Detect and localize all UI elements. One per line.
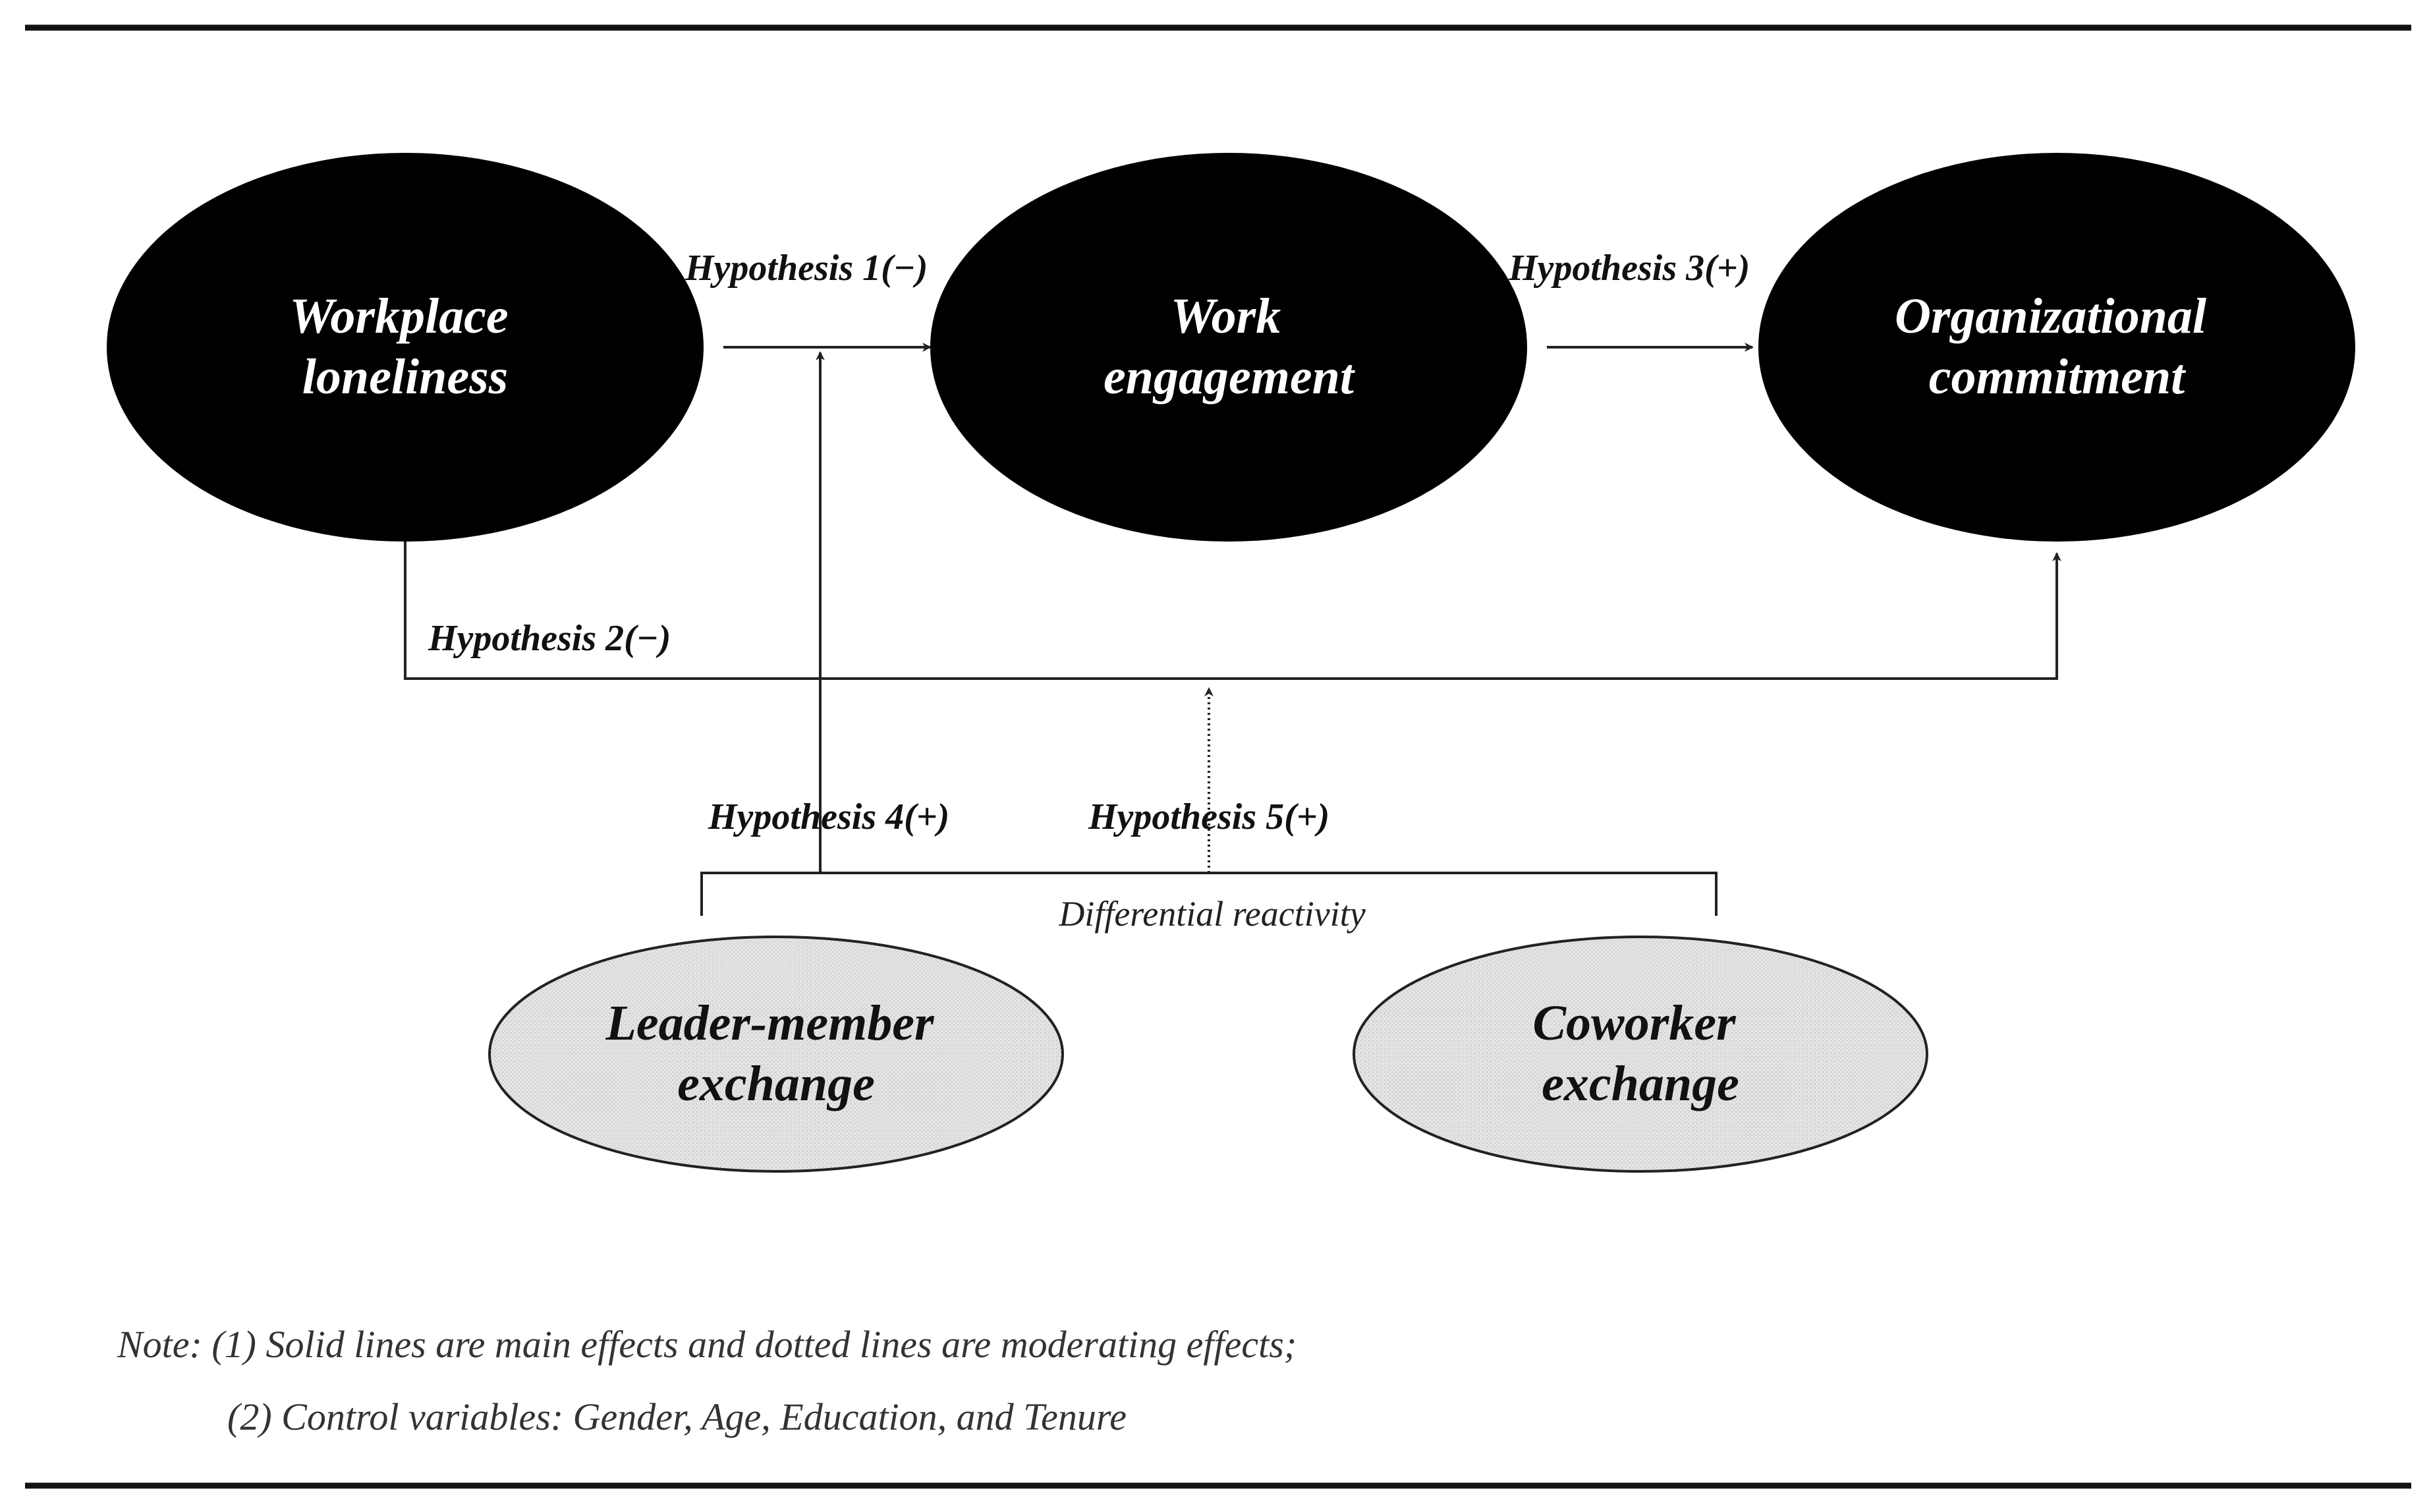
coworker-exchange-label: Coworker exchange (1532, 995, 1748, 1111)
workplace-loneliness-node (107, 153, 704, 542)
coworker-exchange-label-line2: exchange (1542, 1056, 1739, 1111)
arrow-h2 (404, 540, 2061, 680)
organizational-commitment-label-line1: Organizational (1895, 289, 2206, 344)
leader-member-exchange-label: Leader-member exchange (605, 995, 946, 1111)
hypothesis-3-label: Hypothesis 3(+) (1508, 248, 1750, 289)
workplace-loneliness-label-line2: loneliness (302, 349, 509, 405)
hypothesis-2-label: Hypothesis 2(−) (428, 618, 671, 659)
organizational-commitment-label-line2: commitment (1929, 349, 2187, 405)
coworker-exchange-label-line1: Coworker (1532, 995, 1737, 1051)
note-line-2: (2) Control variables: Gender, Age, Educ… (227, 1395, 1127, 1438)
leader-member-exchange-label-line2: exchange (677, 1056, 875, 1111)
leader-member-exchange-label-line1: Leader-member (605, 995, 934, 1051)
leader-member-exchange-node (488, 936, 1064, 1173)
hypothesis-1-label: Hypothesis 1(−) (685, 248, 928, 289)
note-line-1: Note: (1) Solid lines are main effects a… (117, 1323, 1297, 1366)
organizational-commitment-node (1758, 153, 2355, 542)
work-engagement-node (930, 153, 1527, 542)
work-engagement-label: Work engagement (1104, 289, 1356, 405)
differential-reactivity-label: Differential reactivity (1058, 894, 1365, 934)
hypothesis-5-label: Hypothesis 5(+) (1088, 797, 1329, 837)
organizational-commitment-label: Organizational commitment (1895, 289, 2219, 405)
moderator-bracket (700, 872, 1718, 916)
workplace-loneliness-label-line1: Workplace (289, 289, 508, 344)
workplace-loneliness-label: Workplace loneliness (289, 289, 520, 405)
work-engagement-label-line1: Work (1171, 289, 1281, 344)
coworker-exchange-node (1353, 936, 1928, 1173)
work-engagement-label-line2: engagement (1104, 349, 1356, 405)
hypothesis-4-label: Hypothesis 4(+) (708, 797, 949, 837)
